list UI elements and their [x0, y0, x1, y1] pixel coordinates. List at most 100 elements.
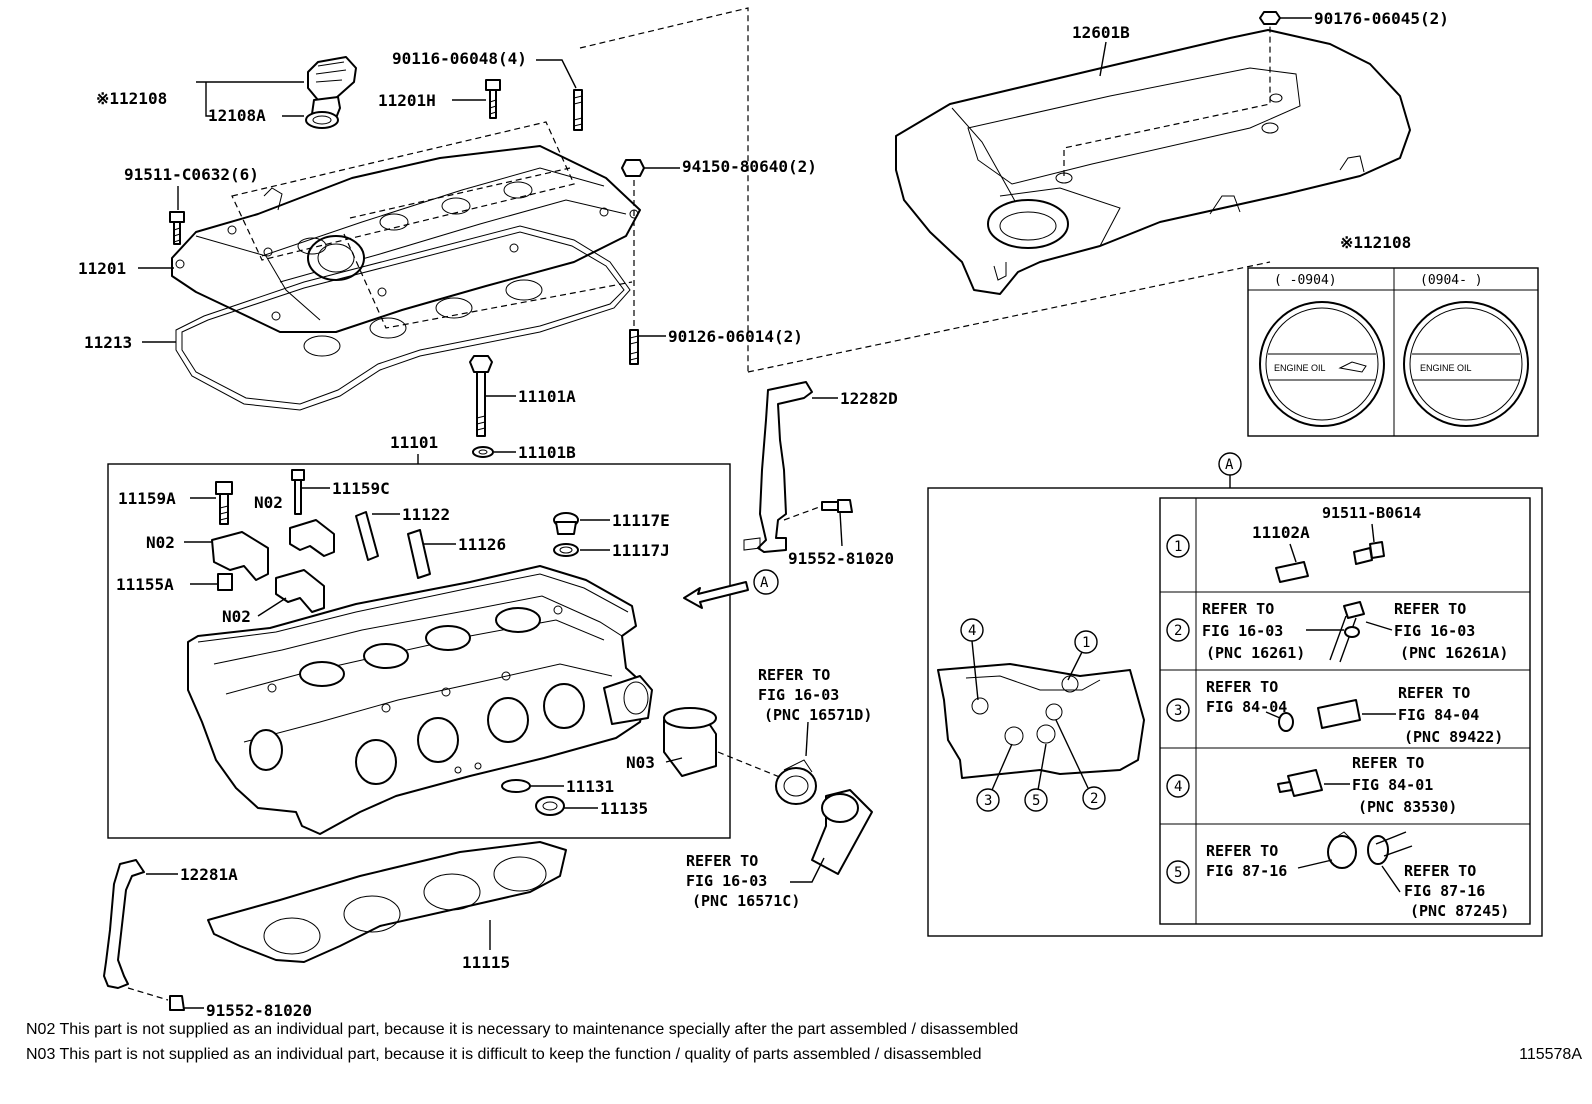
oil-filler-cap-part — [305, 56, 357, 129]
valve-cover-part — [171, 145, 641, 333]
callout-a-arrow: A — [683, 569, 779, 609]
inset-col2-header: (0904- ) — [1420, 273, 1483, 288]
label-n03: N03 — [626, 753, 655, 772]
label-n02-a: N02 — [254, 493, 283, 512]
label-91552-mid: 91552-81020 — [788, 549, 894, 568]
label-11115: 11115 — [462, 953, 510, 972]
svg-text:FIG 16-03: FIG 16-03 — [1394, 622, 1475, 640]
valve-cover-gasket-part — [175, 225, 631, 411]
cylinder-head-part — [187, 565, 653, 835]
note-n03: N03 This part is not supplied as an indi… — [26, 1046, 982, 1063]
row1-part-label: 11102A — [1252, 523, 1310, 542]
svg-text:FIG 87-16: FIG 87-16 — [1206, 862, 1287, 880]
svg-text:(PNC 89422): (PNC 89422) — [1404, 728, 1503, 746]
row5-num: 5 — [1174, 865, 1182, 881]
svg-text:REFER TO: REFER TO — [1398, 684, 1470, 702]
label-12601b: 12601B — [1072, 23, 1130, 42]
svg-text:3: 3 — [984, 793, 992, 809]
bracket-12281a-part — [103, 859, 145, 989]
seal-11135-part — [535, 796, 565, 816]
detail-a-markers: 4 1 3 5 2 — [960, 618, 1106, 812]
nut-94150-part — [621, 159, 645, 177]
row4-num: 4 — [1174, 779, 1182, 795]
bearing-cap-a-part — [289, 519, 335, 557]
bolt-11159c-part — [291, 469, 305, 515]
svg-text:FIG 16-03: FIG 16-03 — [1202, 622, 1283, 640]
label-11101b: 11101B — [518, 443, 576, 462]
label-94150: 94150-80640(2) — [682, 157, 817, 176]
label-11213: 11213 — [84, 333, 132, 352]
svg-text:(PNC 83530): (PNC 83530) — [1358, 798, 1457, 816]
svg-text:(PNC 16571D): (PNC 16571D) — [764, 706, 872, 724]
label-12108-inset: ※112108 — [1340, 233, 1411, 252]
bolt-11201h-part — [485, 79, 501, 119]
row1-bolt-label: 91511-B0614 — [1322, 504, 1421, 522]
detail-a-table: 1 2 3 4 5 91511-B0614 11102A REFER TO FI… — [1159, 497, 1531, 925]
engine-cover-part — [895, 29, 1411, 295]
svg-text:(PNC 87245): (PNC 87245) — [1410, 902, 1509, 920]
bracket-12282d-part — [743, 381, 813, 553]
svg-text:1: 1 — [1082, 635, 1090, 651]
label-90116: 90116-06048(4) — [392, 49, 527, 68]
svg-text:(PNC 16571C): (PNC 16571C) — [692, 892, 800, 910]
label-12281a: 12281A — [180, 865, 238, 884]
row3-num: 3 — [1174, 703, 1182, 719]
label-11122: 11122 — [402, 505, 450, 524]
svg-text:2: 2 — [1090, 791, 1098, 807]
svg-text:5: 5 — [1032, 793, 1040, 809]
bearing-cap-b-part — [211, 531, 269, 581]
svg-text:REFER TO: REFER TO — [1404, 862, 1476, 880]
bolt-91552-bot-part — [169, 995, 185, 1011]
label-11131: 11131 — [566, 777, 614, 796]
label-12108: ※112108 — [96, 89, 167, 108]
svg-text:REFER TO: REFER TO — [1352, 754, 1424, 772]
sleeve-n03-part — [663, 707, 717, 777]
svg-text:REFER TO: REFER TO — [686, 852, 758, 870]
callout-a-text: A — [760, 575, 769, 591]
gasket-11117j-part — [553, 543, 579, 557]
figure-code: 115578A — [1519, 1046, 1582, 1063]
label-n02-c: N02 — [222, 607, 251, 626]
inset-cap1-text: ENGINE OIL — [1274, 363, 1326, 373]
svg-text:FIG 84-01: FIG 84-01 — [1352, 776, 1433, 794]
head-bolt-part — [469, 355, 494, 458]
label-11117e: 11117E — [612, 511, 670, 530]
svg-text:FIG 16-03: FIG 16-03 — [758, 686, 839, 704]
label-11159a: 11159A — [118, 489, 176, 508]
label-n02-b: N02 — [146, 533, 175, 552]
row2-num: 2 — [1174, 623, 1182, 639]
label-11201h: 11201H — [378, 91, 436, 110]
svg-text:REFER TO: REFER TO — [1202, 600, 1274, 618]
bolt-91552-mid-part — [821, 499, 853, 513]
guide-11122-part — [355, 511, 379, 561]
label-90126: 90126-06014(2) — [668, 327, 803, 346]
dowel-11155a-part — [217, 573, 233, 591]
label-91552-bot: 91552-81020 — [206, 1001, 312, 1020]
bearing-cap-c-part — [275, 569, 325, 613]
label-11101: 11101 — [390, 433, 438, 452]
hose-part — [811, 789, 873, 875]
nut-90176-part — [1259, 11, 1281, 25]
svg-text:FIG 16-03: FIG 16-03 — [686, 872, 767, 890]
label-11201: 11201 — [78, 259, 126, 278]
oil-cap-inset: ( -0904) (0904- ) ENGINE OIL ENGINE OIL — [1247, 267, 1539, 437]
stud-90126-part — [629, 329, 639, 365]
cylinder-head-group-box — [107, 463, 731, 839]
plug-11117e-part — [553, 512, 579, 535]
detail-a-tag: A — [1225, 457, 1234, 473]
note-n02: N02 This part is not supplied as an indi… — [26, 1021, 1019, 1038]
inset-col1-header: ( -0904) — [1274, 273, 1337, 288]
label-11135: 11135 — [600, 799, 648, 818]
svg-text:REFER TO: REFER TO — [758, 666, 830, 684]
svg-text:4: 4 — [968, 623, 976, 639]
hose-clamp-part — [775, 759, 817, 805]
detail-a-head-part — [937, 663, 1145, 779]
refer-16571c: REFER TO FIG 16-03 (PNC 16571C) — [686, 852, 800, 910]
svg-text:REFER TO: REFER TO — [1206, 678, 1278, 696]
detail-a-box — [927, 487, 1543, 937]
label-11101a: 11101A — [518, 387, 576, 406]
label-11117j: 11117J — [612, 541, 670, 560]
head-gasket-part — [207, 841, 567, 963]
